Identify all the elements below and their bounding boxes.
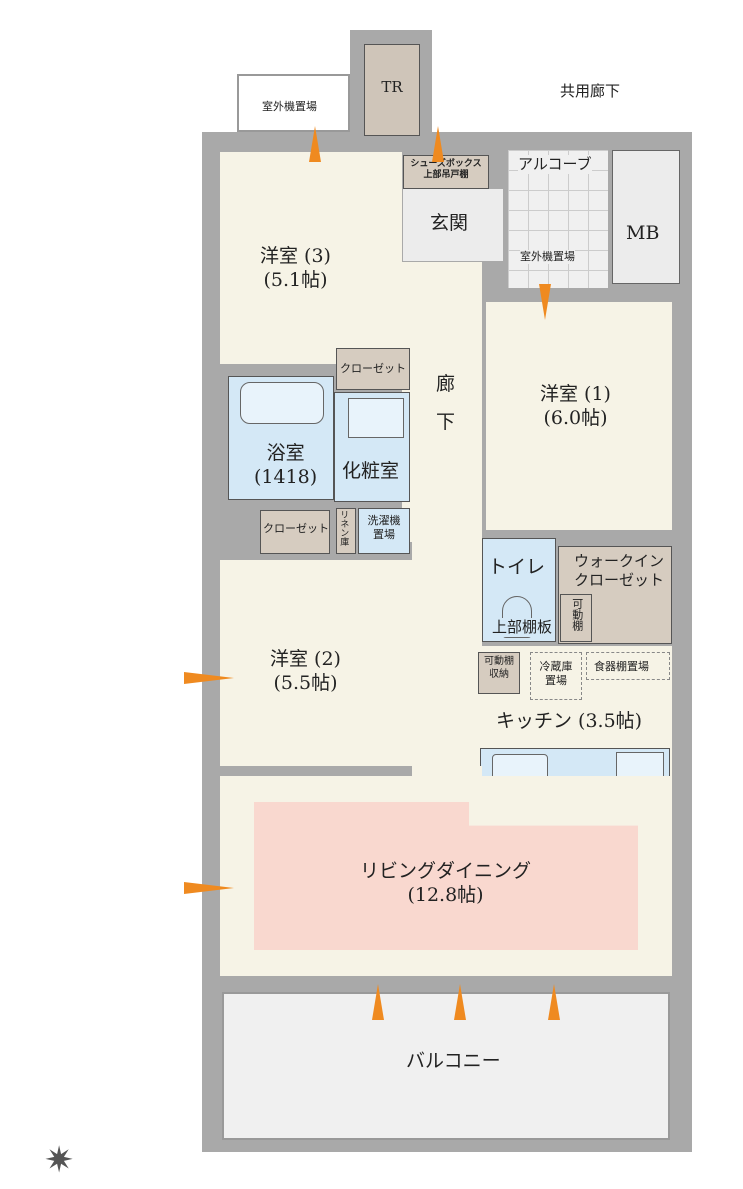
linen-label: リネン庫 [338, 510, 349, 546]
sink-icon [348, 398, 404, 438]
closet-1-label: クローゼット [340, 362, 406, 375]
bath-name: 浴室 [266, 442, 305, 464]
mb [612, 150, 680, 284]
fridge-label: 冷蔵庫置場 [532, 660, 580, 688]
outdoor-unit-area-top [237, 74, 350, 132]
room-3-size: (5.1帖) [263, 268, 328, 291]
closet-1 [336, 348, 410, 390]
washer-space [358, 508, 410, 554]
movable-storage-label: 可動棚収納 [480, 656, 518, 681]
room-1-name: 洋室 (1) [540, 383, 611, 405]
fridge-space [530, 652, 582, 700]
room-1 [486, 302, 672, 530]
balcony [222, 992, 670, 1140]
living-dining-upper [412, 766, 482, 786]
room-3-label: 洋室 (3)(5.1帖) [260, 245, 331, 293]
washer-label: 洗濯機置場 [360, 514, 408, 542]
cupboard-label: 食器棚置場 [594, 660, 649, 673]
entrance [403, 189, 503, 261]
room-1-size: (6.0帖) [543, 406, 608, 429]
room-2-name: 洋室 (2) [270, 648, 341, 670]
ld-label: リビングダイニング(12.8帖) [360, 860, 531, 908]
room-2-size: (5.5帖) [273, 671, 338, 694]
wic-1: ウォークイン [574, 552, 665, 570]
outdoor-unit-label-2: 室外機置場 [520, 250, 575, 264]
movable-storage-2: 収納 [489, 668, 509, 680]
shoebox-line1: シューズボックス [410, 159, 482, 169]
wic-label: ウォークインクローゼット [574, 552, 664, 590]
room-3 [220, 152, 402, 364]
washer-1: 洗濯機 [367, 514, 401, 527]
living-dining-area [254, 802, 638, 950]
vent-arrow-icon [539, 284, 551, 320]
bath-size: (1418) [254, 465, 318, 488]
toilet-label: トイレ [488, 556, 546, 578]
corridor [402, 262, 482, 542]
vent-arrow-icon [454, 984, 466, 1020]
mb-label: MB [626, 222, 660, 244]
powder-label: 化粧室 [342, 460, 400, 482]
wic-2: クローゼット [574, 570, 665, 589]
closet-2 [260, 510, 330, 554]
corridor-2: 下 [436, 411, 456, 433]
vent-arrow-icon [432, 126, 444, 162]
room-3-name: 洋室 (3) [260, 245, 331, 267]
entrance-label: 玄関 [430, 212, 469, 234]
room-1-label: 洋室 (1)(6.0帖) [540, 383, 611, 431]
ld-name: リビングダイニング [360, 860, 532, 882]
shelf-top-label: 上部棚板 [492, 618, 553, 637]
shoebox-cabinet [403, 155, 489, 189]
tr-space [364, 44, 420, 136]
bath-label: 浴室(1418) [254, 442, 317, 490]
movable-shelf [560, 594, 592, 642]
corridor-label: 廊下 [436, 365, 455, 441]
movable-storage [478, 652, 520, 694]
room-2 [220, 560, 412, 766]
vent-arrow-icon [184, 882, 234, 894]
balcony-label: バルコニー [406, 1050, 501, 1072]
closet-2-label: クローゼット [263, 522, 329, 535]
vent-arrow-icon [184, 672, 234, 684]
compass-icon: ✷ [44, 1140, 75, 1181]
tr-label: TR [381, 78, 403, 96]
vent-arrow-icon [548, 984, 560, 1020]
toilet-bowl-icon [502, 596, 532, 638]
common-corridor-label: 共用廊下 [560, 82, 621, 100]
vent-arrow-icon [309, 126, 321, 162]
fridge-2: 置場 [545, 673, 567, 687]
fridge-1: 冷蔵庫 [539, 660, 573, 673]
cupboard-space [586, 652, 670, 680]
movable-shelf-label: 可動棚 [570, 598, 584, 631]
linen-closet [336, 508, 356, 554]
shoebox-line2: 上部吊戸棚 [423, 170, 469, 181]
shoebox-label: シューズボックス上部吊戸棚 [405, 159, 487, 182]
corridor-1: 廊 [436, 373, 456, 395]
kitchen-label: キッチン (3.5帖) [496, 710, 643, 732]
room-2-label: 洋室 (2)(5.5帖) [270, 648, 341, 696]
alcove-label: アルコーブ [518, 155, 592, 174]
outdoor-unit-label-1: 室外機置場 [262, 100, 317, 113]
bathtub-icon [240, 382, 324, 424]
hall-lower [412, 542, 482, 778]
washer-2: 置場 [373, 527, 395, 541]
movable-storage-1: 可動棚 [484, 656, 514, 667]
ld-size: (12.8帖) [407, 883, 484, 906]
vent-arrow-icon [372, 984, 384, 1020]
